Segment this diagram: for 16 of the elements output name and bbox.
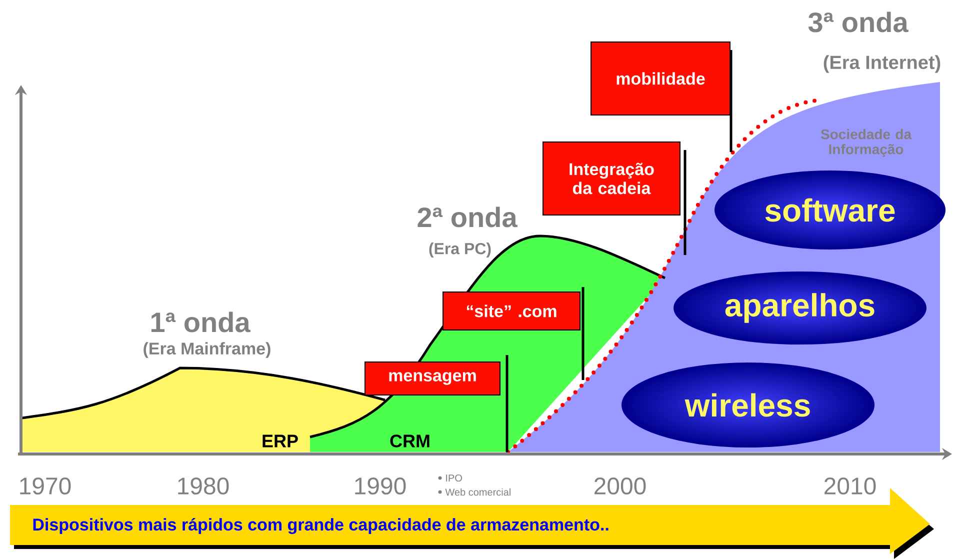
- note-item: Web comercial: [445, 488, 510, 496]
- ellipse-label: software: [714, 170, 946, 250]
- wave-subtitle: (Era Internet): [824, 55, 940, 73]
- note-item: IPO: [446, 474, 462, 482]
- flag: Integração da cadeia: [542, 142, 686, 255]
- wave-title: 3ª onda: [808, 12, 908, 32]
- area-label: CRM: [390, 434, 430, 448]
- wave-title: 2ª onda: [418, 206, 518, 228]
- area-label: ERP: [262, 434, 298, 448]
- region-label: Sociedade da Informação: [820, 128, 912, 158]
- wave-title: 1ª onda: [151, 312, 250, 332]
- wave-subtitle: (Era PC): [429, 242, 491, 258]
- ellipse-label: aparelhos: [674, 272, 926, 344]
- wave-subtitle: (Era Mainframe): [144, 342, 270, 358]
- ellipse-label: wireless: [622, 362, 874, 448]
- flag: mobilidade: [590, 42, 732, 152]
